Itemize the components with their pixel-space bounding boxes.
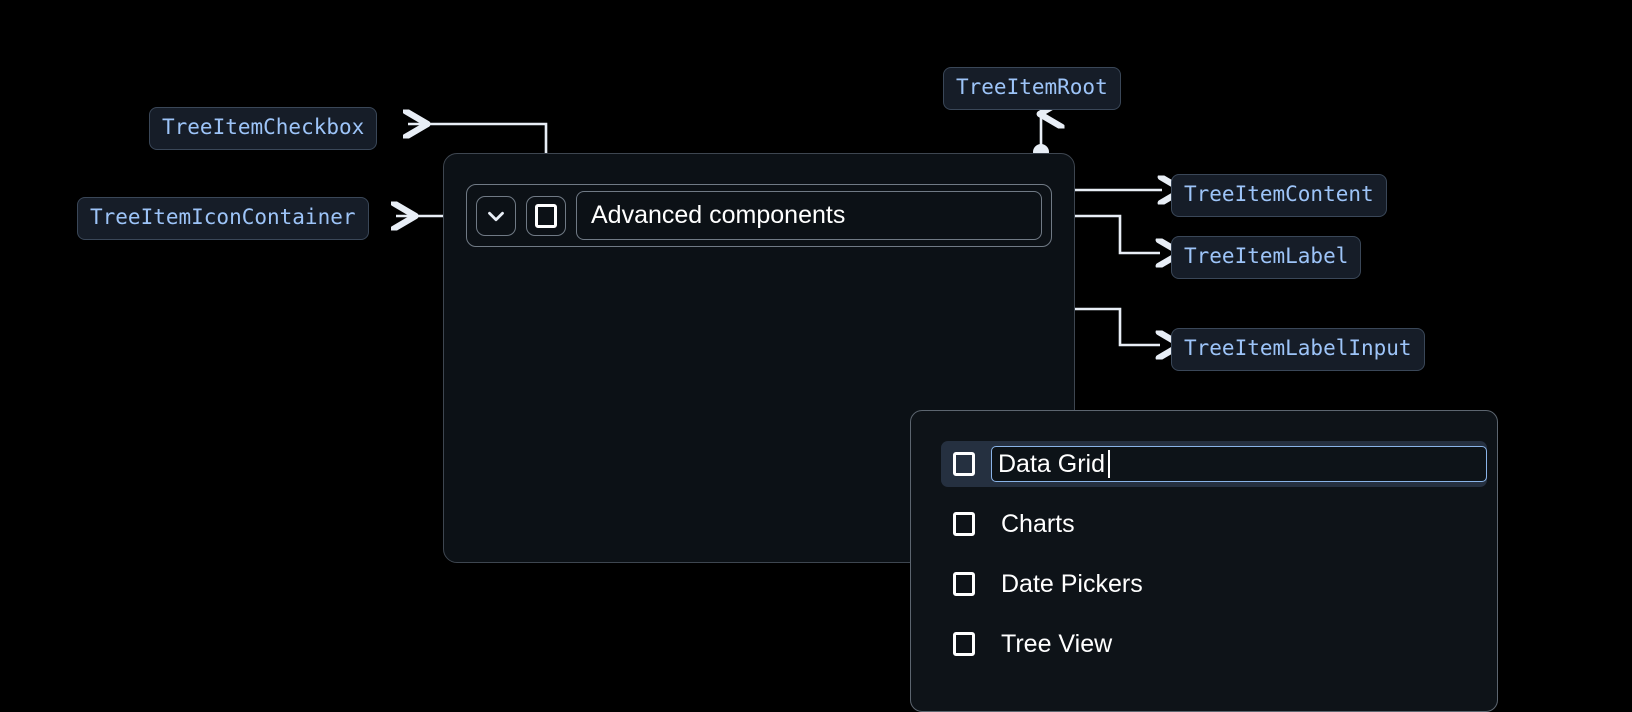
tree-item-label-input[interactable]: Data Grid <box>991 446 1487 482</box>
checkbox-unchecked-icon[interactable] <box>953 452 975 476</box>
checkbox-unchecked-icon <box>535 203 557 228</box>
tree-item-root[interactable]: Advanced components Data Grid Charts Dat… <box>443 153 1498 712</box>
tree-item-label-text: Date Pickers <box>1001 569 1143 598</box>
tree-item-row-data-grid[interactable]: Data Grid <box>941 441 1487 487</box>
tree-item-icon-container[interactable] <box>476 195 516 236</box>
tree-item-label-text: Tree View <box>1001 629 1113 658</box>
checkbox-unchecked-icon[interactable] <box>953 572 975 596</box>
annotation-tree-item-label-input: TreeItemLabelInput <box>1171 328 1425 371</box>
tree-item-row-date-pickers[interactable]: Date Pickers <box>941 561 1487 607</box>
annotation-tree-item-content: TreeItemContent <box>1171 174 1387 217</box>
tree-item-label-text: Advanced components <box>591 201 846 229</box>
tree-item-row-charts[interactable]: Charts <box>941 501 1487 547</box>
annotation-tree-item-checkbox: TreeItemCheckbox <box>149 107 378 150</box>
annotation-tree-item-root: TreeItemRoot <box>943 67 1121 110</box>
tree-item-row-tree-view[interactable]: Tree View <box>941 621 1487 667</box>
text-caret <box>1107 450 1110 478</box>
checkbox-unchecked-icon[interactable] <box>953 632 975 656</box>
tree-item-label[interactable]: Advanced components <box>576 191 1042 240</box>
tree-item-label-input-value: Data Grid <box>998 449 1105 478</box>
annotation-tree-item-icon-container: TreeItemIconContainer <box>77 197 369 240</box>
annotation-tree-item-label: TreeItemLabel <box>1171 236 1362 279</box>
tree-item-checkbox[interactable] <box>526 195 566 236</box>
checkbox-unchecked-icon[interactable] <box>953 512 975 536</box>
chevron-down-icon <box>488 211 504 221</box>
tree-item-group-transition: Data Grid Charts Date Pickers Tree View <box>910 410 1498 712</box>
tree-item-label-text: Charts <box>1001 509 1075 538</box>
diagram-canvas: TreeItemCheckbox TreeItemIconContainer T… <box>77 67 1498 712</box>
tree-item-content[interactable]: Advanced components <box>466 184 1052 247</box>
